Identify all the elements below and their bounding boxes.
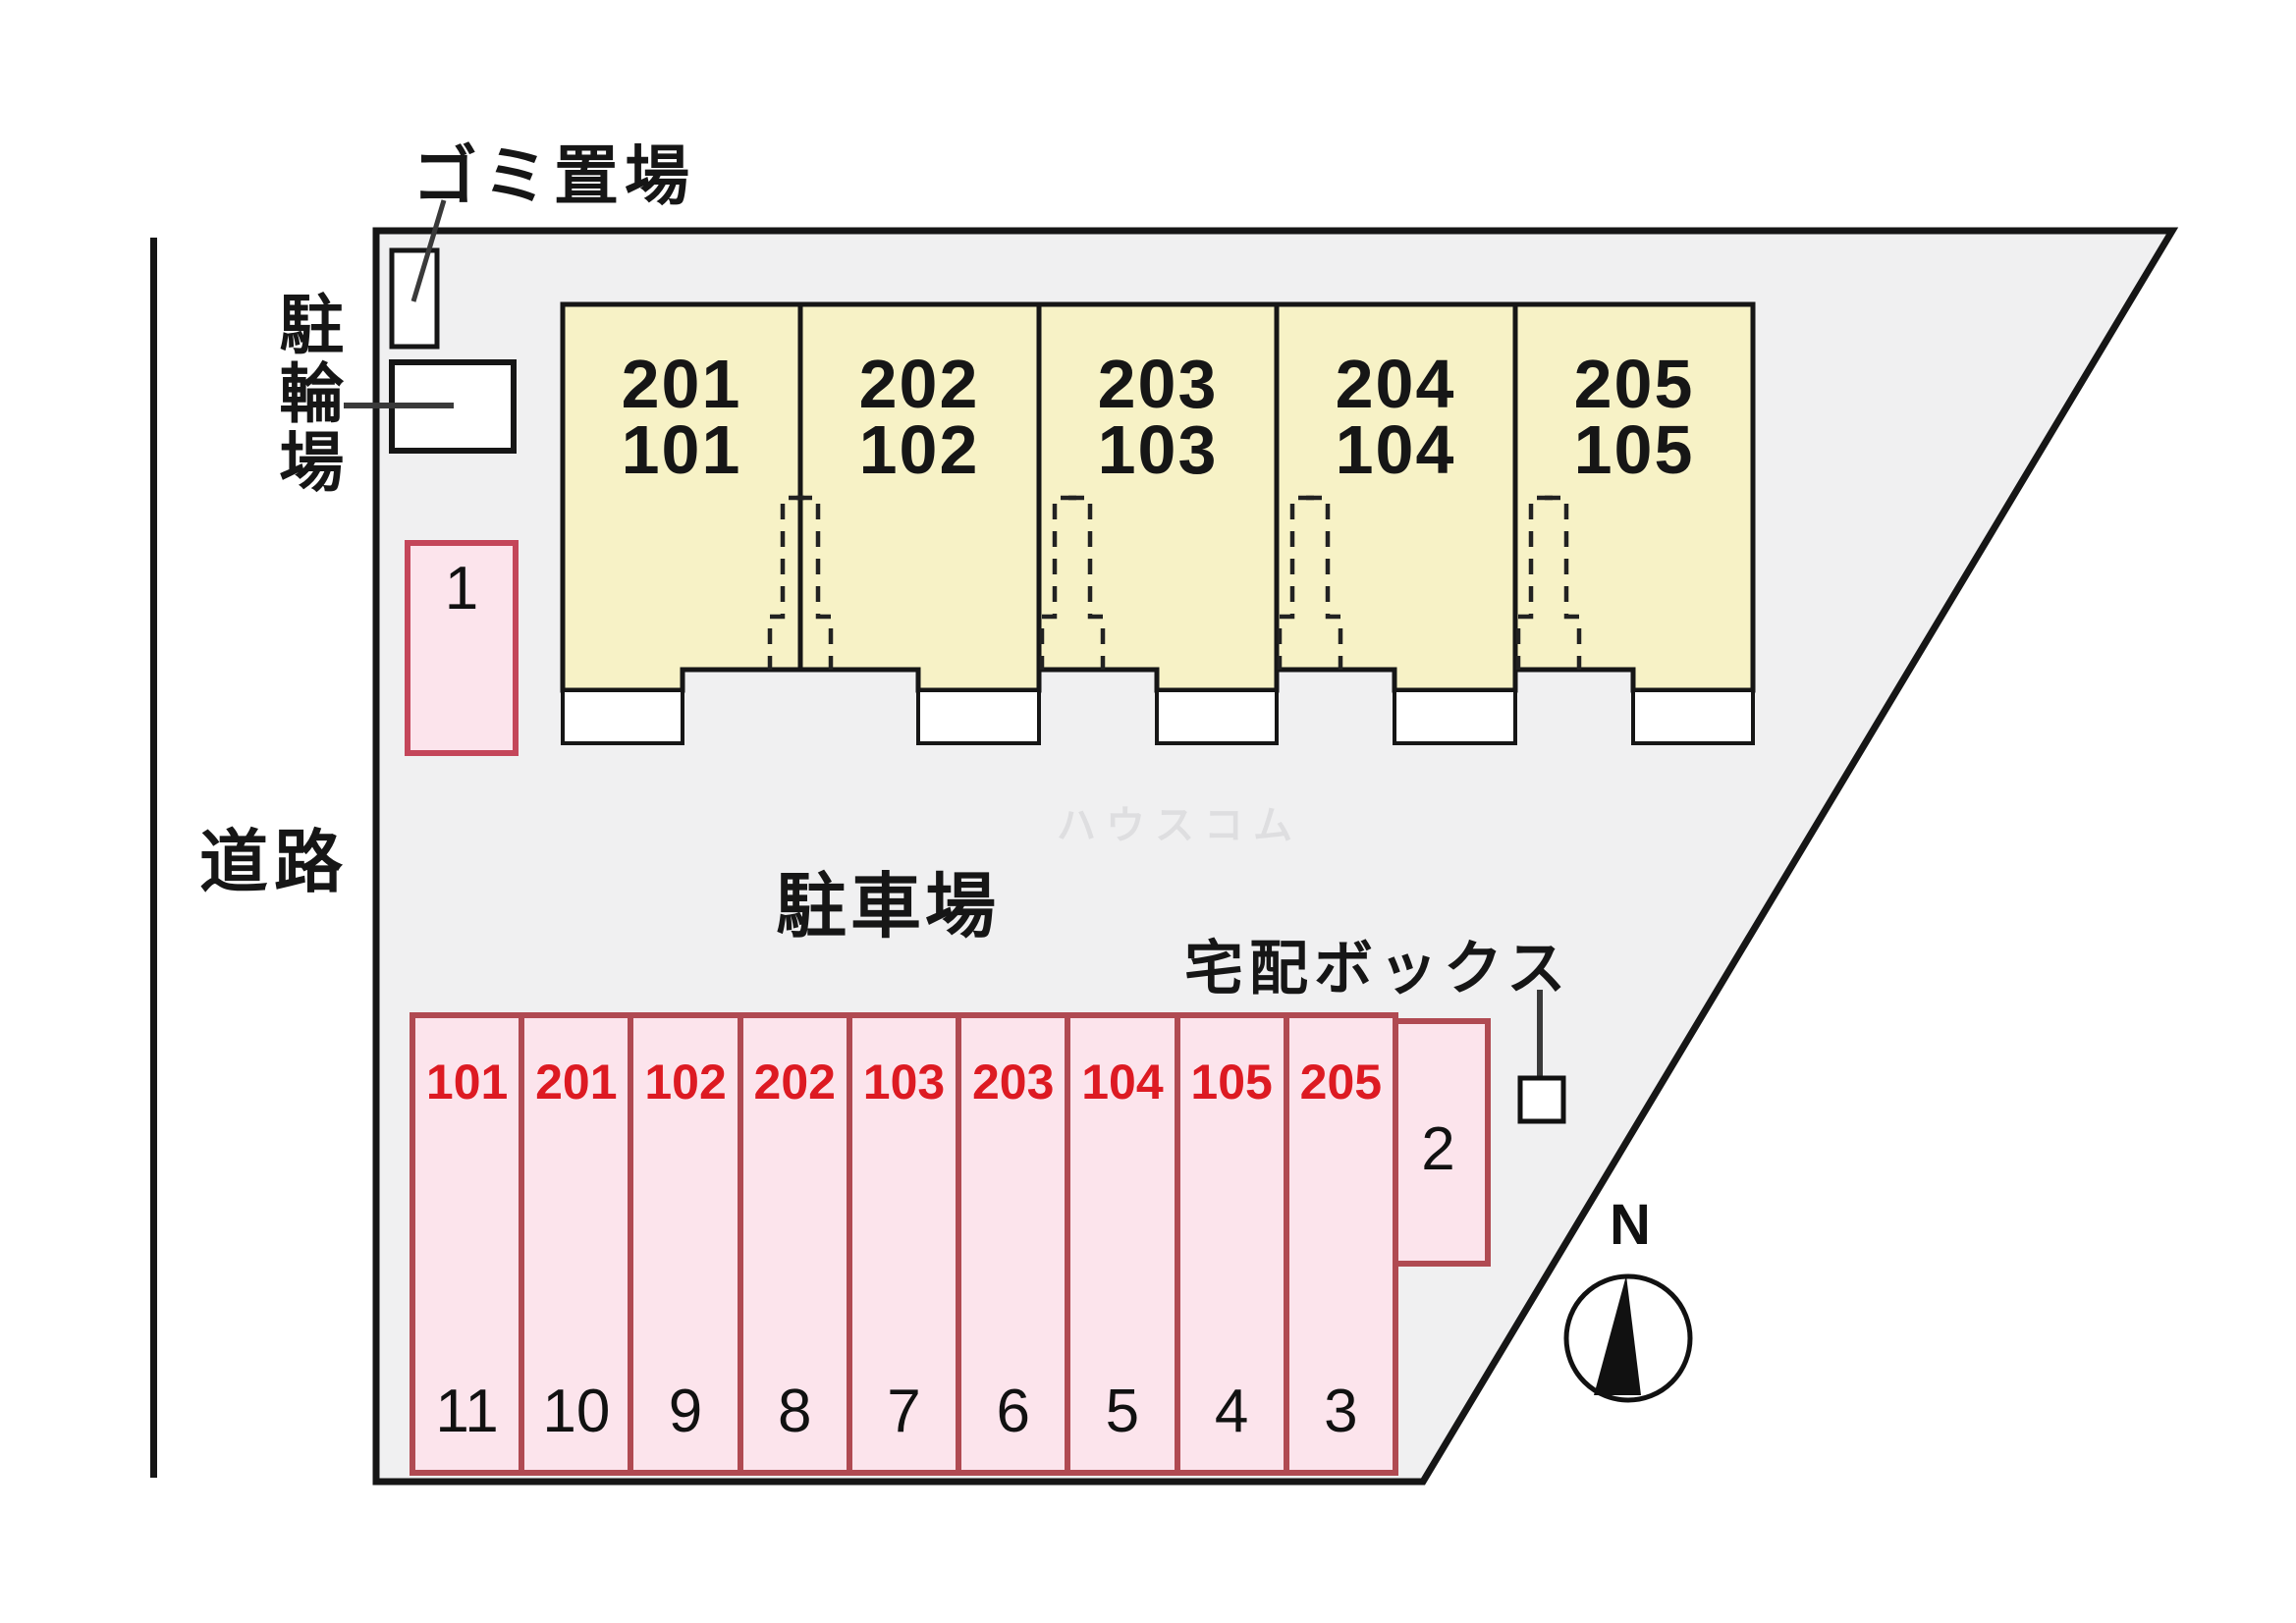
parking-spot: 104 5 (1070, 1018, 1175, 1470)
upper-unit-number: 203 (1097, 346, 1219, 422)
spot-number: 10 (542, 1378, 611, 1445)
compass-needle-icon (1594, 1275, 1641, 1395)
bicycle-parking-label: 駐輪場 (270, 291, 344, 497)
parking-spot: 205 3 (1288, 1018, 1393, 1470)
garbage-pointer-line (410, 199, 447, 302)
entrance-porch (1155, 688, 1279, 745)
parking-spot: 203 6 (961, 1018, 1066, 1470)
entrance-porch (1393, 688, 1517, 745)
spot-number: 11 (435, 1378, 499, 1445)
lower-unit-number: 102 (858, 410, 980, 488)
spot-number: 2 (1421, 1115, 1455, 1183)
delivery-box-icon (1517, 1075, 1566, 1124)
entrance-porch (916, 688, 1041, 745)
parking-spot-2: 2 (1386, 1018, 1491, 1267)
watermark: ハウスコム (1057, 804, 1302, 847)
assigned-unit-label: 202 (753, 1055, 836, 1109)
building-unit-label: 204 104 (1335, 346, 1456, 488)
assigned-unit-label: 105 (1190, 1055, 1273, 1109)
spot-number: 4 (1214, 1378, 1249, 1445)
lower-unit-number: 105 (1573, 410, 1695, 488)
building-unit-label: 201 101 (621, 346, 742, 488)
upper-unit-number: 204 (1335, 346, 1456, 422)
entrance-porch (561, 688, 684, 745)
upper-unit-number: 202 (858, 346, 980, 422)
assigned-unit-label: 102 (644, 1055, 727, 1109)
assigned-unit-label: 104 (1081, 1055, 1164, 1109)
parking-spot: 201 10 (524, 1018, 629, 1470)
entrance-porch (1631, 688, 1755, 745)
assigned-unit-label: 205 (1299, 1055, 1383, 1109)
parking-spot-1: 1 (405, 540, 519, 756)
upper-unit-number: 205 (1573, 346, 1695, 422)
stair-dashed-lines (767, 495, 1582, 670)
building-unit-label: 205 105 (1573, 346, 1695, 488)
delivery-box-label: 宅配ボックス (1184, 936, 1572, 1001)
building-unit-label: 203 103 (1097, 346, 1219, 488)
assigned-unit-label: 203 (971, 1055, 1055, 1109)
road-label: 道路 (199, 824, 349, 900)
building-unit-label: 202 102 (858, 346, 980, 488)
lower-unit-number: 104 (1335, 410, 1456, 488)
parking-spot: 105 4 (1179, 1018, 1284, 1470)
lower-unit-number: 101 (621, 410, 742, 488)
assigned-unit-label: 103 (862, 1055, 946, 1109)
spot-number: 8 (778, 1378, 812, 1445)
spot-number: 6 (996, 1378, 1030, 1445)
parking-lot-label: 駐車場 (776, 868, 1001, 947)
parking-spot: 103 7 (851, 1018, 957, 1470)
garbage-area-label: ゴミ置場 (412, 139, 695, 212)
assigned-unit-label: 101 (425, 1055, 509, 1109)
spot-number: 3 (1324, 1378, 1358, 1445)
lower-unit-number: 103 (1097, 410, 1219, 488)
spot-number: 9 (668, 1378, 703, 1445)
upper-unit-number: 201 (621, 346, 742, 422)
parking-spot: 202 8 (742, 1018, 847, 1470)
spot-number: 7 (887, 1378, 921, 1445)
road-line (150, 238, 157, 1478)
spot-number: 5 (1105, 1378, 1140, 1445)
compass-north-label: N (1610, 1193, 1651, 1257)
parking-row: 101 11 201 10 102 9 202 8 103 7 203 6 10… (410, 1012, 1398, 1476)
assigned-unit-label: 201 (535, 1055, 618, 1109)
spot-number: 1 (444, 555, 479, 622)
parking-spot: 101 11 (415, 1018, 519, 1470)
parking-spot: 102 9 (633, 1018, 738, 1470)
